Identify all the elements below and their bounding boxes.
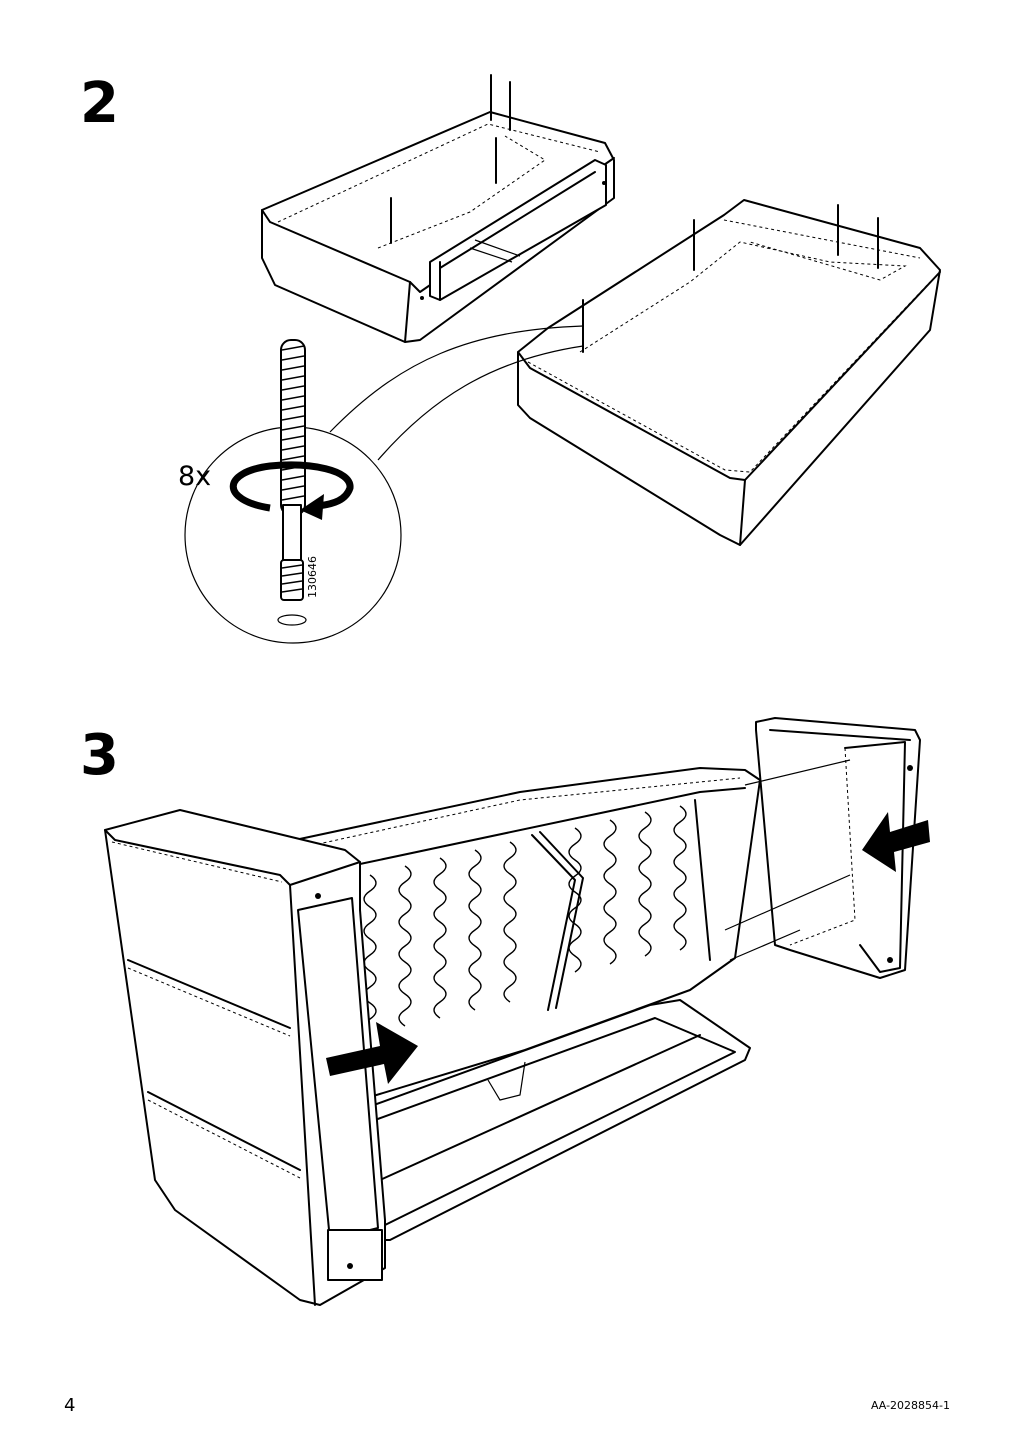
screw-icon	[277, 339, 307, 626]
sofa-frame-illustration	[104, 717, 921, 1306]
rotate-arrow-icon	[229, 461, 354, 520]
quantity-label: 8x	[178, 461, 212, 492]
seat-cushion-illustration	[517, 199, 941, 546]
step-number: 3	[80, 723, 119, 788]
step-number: 2	[80, 71, 119, 136]
screw-icon	[390, 74, 511, 244]
document-code: AA-2028854-1	[870, 1399, 950, 1412]
page-number: 4	[64, 1395, 76, 1416]
push-arrow-icon	[326, 812, 930, 1084]
back-cushion-illustration	[261, 111, 615, 343]
